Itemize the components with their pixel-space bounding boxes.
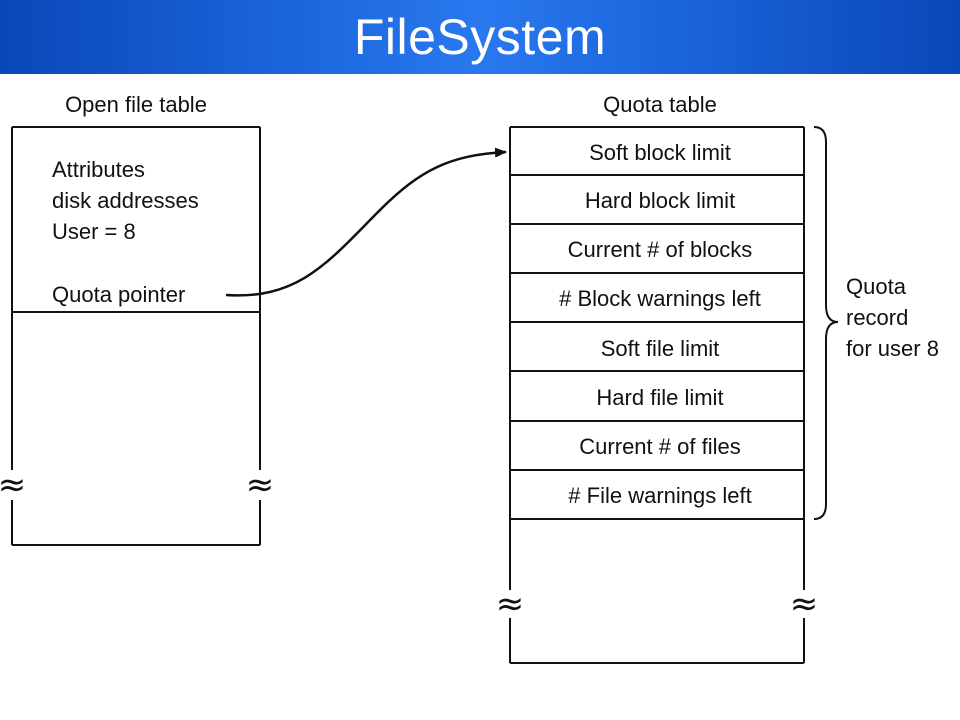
brace-label-record: record	[846, 305, 908, 330]
quota-row-current-blocks: Current # of blocks	[568, 237, 753, 262]
quota-row-soft-file-limit: Soft file limit	[601, 336, 720, 361]
quota-row-hard-file-limit: Hard file limit	[596, 385, 723, 410]
break-mark-left: ≈	[0, 465, 26, 505]
brace-label-for-user: for user 8	[846, 336, 939, 361]
brace-label-quota: Quota	[846, 274, 907, 299]
open-file-line-user: User = 8	[52, 219, 136, 244]
quota-record-brace	[813, 126, 839, 520]
break-mark-quota-left: ≈	[496, 584, 525, 624]
quota-row-file-warnings: # File warnings left	[568, 483, 751, 508]
quota-row-current-files: Current # of files	[579, 434, 740, 459]
open-file-line-attributes: Attributes	[52, 157, 145, 182]
quota-table	[509, 126, 805, 664]
slide-title: FileSystem	[353, 9, 607, 65]
quota-pointer-arrow	[225, 147, 507, 297]
quota-table-heading: Quota table	[603, 92, 717, 117]
quota-row-hard-block-limit: Hard block limit	[585, 188, 735, 213]
open-file-line-disk-addresses: disk addresses	[52, 188, 199, 213]
break-mark-quota-right: ≈	[790, 584, 819, 624]
quota-row-block-warnings: # Block warnings left	[559, 286, 761, 311]
open-file-table	[11, 126, 261, 546]
open-file-table-heading: Open file table	[65, 92, 207, 117]
break-mark-right: ≈	[246, 465, 275, 505]
quota-row-soft-block-limit: Soft block limit	[589, 140, 731, 165]
title-bar: FileSystem	[0, 0, 960, 74]
quota-pointer-label: Quota pointer	[52, 282, 185, 307]
